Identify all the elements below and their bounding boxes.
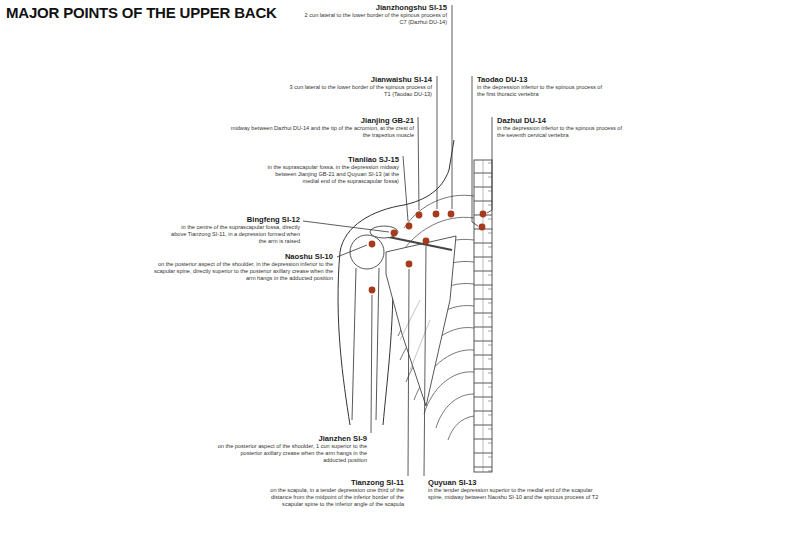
point-label: Dazhui DU-14in the depression inferior t… xyxy=(497,116,622,139)
point-name: Tianzong SI-11 xyxy=(269,478,404,487)
point-name: Naoshu SI-10 xyxy=(143,252,333,261)
point-name: Jianzhen SI-9 xyxy=(217,434,367,443)
point-label: Tianliao SJ-15in the suprascapular fossa… xyxy=(259,155,399,184)
point-name: Tianliao SJ-15 xyxy=(259,155,399,164)
point-name: Jianzhongshu SI-15 xyxy=(297,3,447,12)
point-label: Naoshu SI-10on the posterior aspect of t… xyxy=(143,252,333,281)
point-name: Bingfeng SI-12 xyxy=(165,215,300,224)
point-label: Taodao DU-13in the depression inferior t… xyxy=(477,75,602,98)
point-label: Jianwaishu SI-143 cun lateral to the low… xyxy=(282,75,432,98)
point-name: Taodao DU-13 xyxy=(477,75,602,84)
point-dots xyxy=(369,211,487,294)
point-label: Tianzong SI-11on the scapula, in a tende… xyxy=(269,478,404,507)
scapula xyxy=(370,226,456,406)
point-description: 2 cun lateral to the lower border of the… xyxy=(297,12,447,26)
point-name: Dazhui DU-14 xyxy=(497,116,622,125)
point-description: in the depression inferior to the spinou… xyxy=(497,125,622,139)
point-name: Quyuan SI-13 xyxy=(428,478,603,487)
point-label: Jianzhen SI-9on the posterior aspect of … xyxy=(217,434,367,463)
point-label: Jianzhongshu SI-152 cun lateral to the l… xyxy=(297,3,447,26)
point-description: 3 cun lateral to the lower border of the… xyxy=(282,84,432,98)
point-description: in the centre of the suprascapular fossa… xyxy=(165,224,300,244)
point-label: Jianjing GB-21midway between Dazhui DU-1… xyxy=(224,116,414,139)
point-description: on the posterior aspect of the shoulder,… xyxy=(143,261,333,281)
point-label: Quyuan SI-13in the tender depression sup… xyxy=(428,478,603,501)
point-description: on the posterior aspect of the shoulder,… xyxy=(217,443,367,463)
point-name: Jianjing GB-21 xyxy=(224,116,414,125)
spine xyxy=(474,160,492,472)
point-description: on the scapula, in a tender depression o… xyxy=(269,487,404,507)
point-description: in the suprascapular fossa, in the depre… xyxy=(259,164,399,184)
point-description: midway between Dazhui DU-14 and the tip … xyxy=(224,125,414,139)
page-title: MAJOR POINTS OF THE UPPER BACK xyxy=(6,4,277,21)
point-description: in the depression inferior to the spinou… xyxy=(477,84,602,98)
point-description: in the tender depression superior to the… xyxy=(428,487,603,501)
point-label: Bingfeng SI-12in the centre of the supra… xyxy=(165,215,300,244)
humerus xyxy=(350,235,384,420)
point-name: Jianwaishu SI-14 xyxy=(282,75,432,84)
